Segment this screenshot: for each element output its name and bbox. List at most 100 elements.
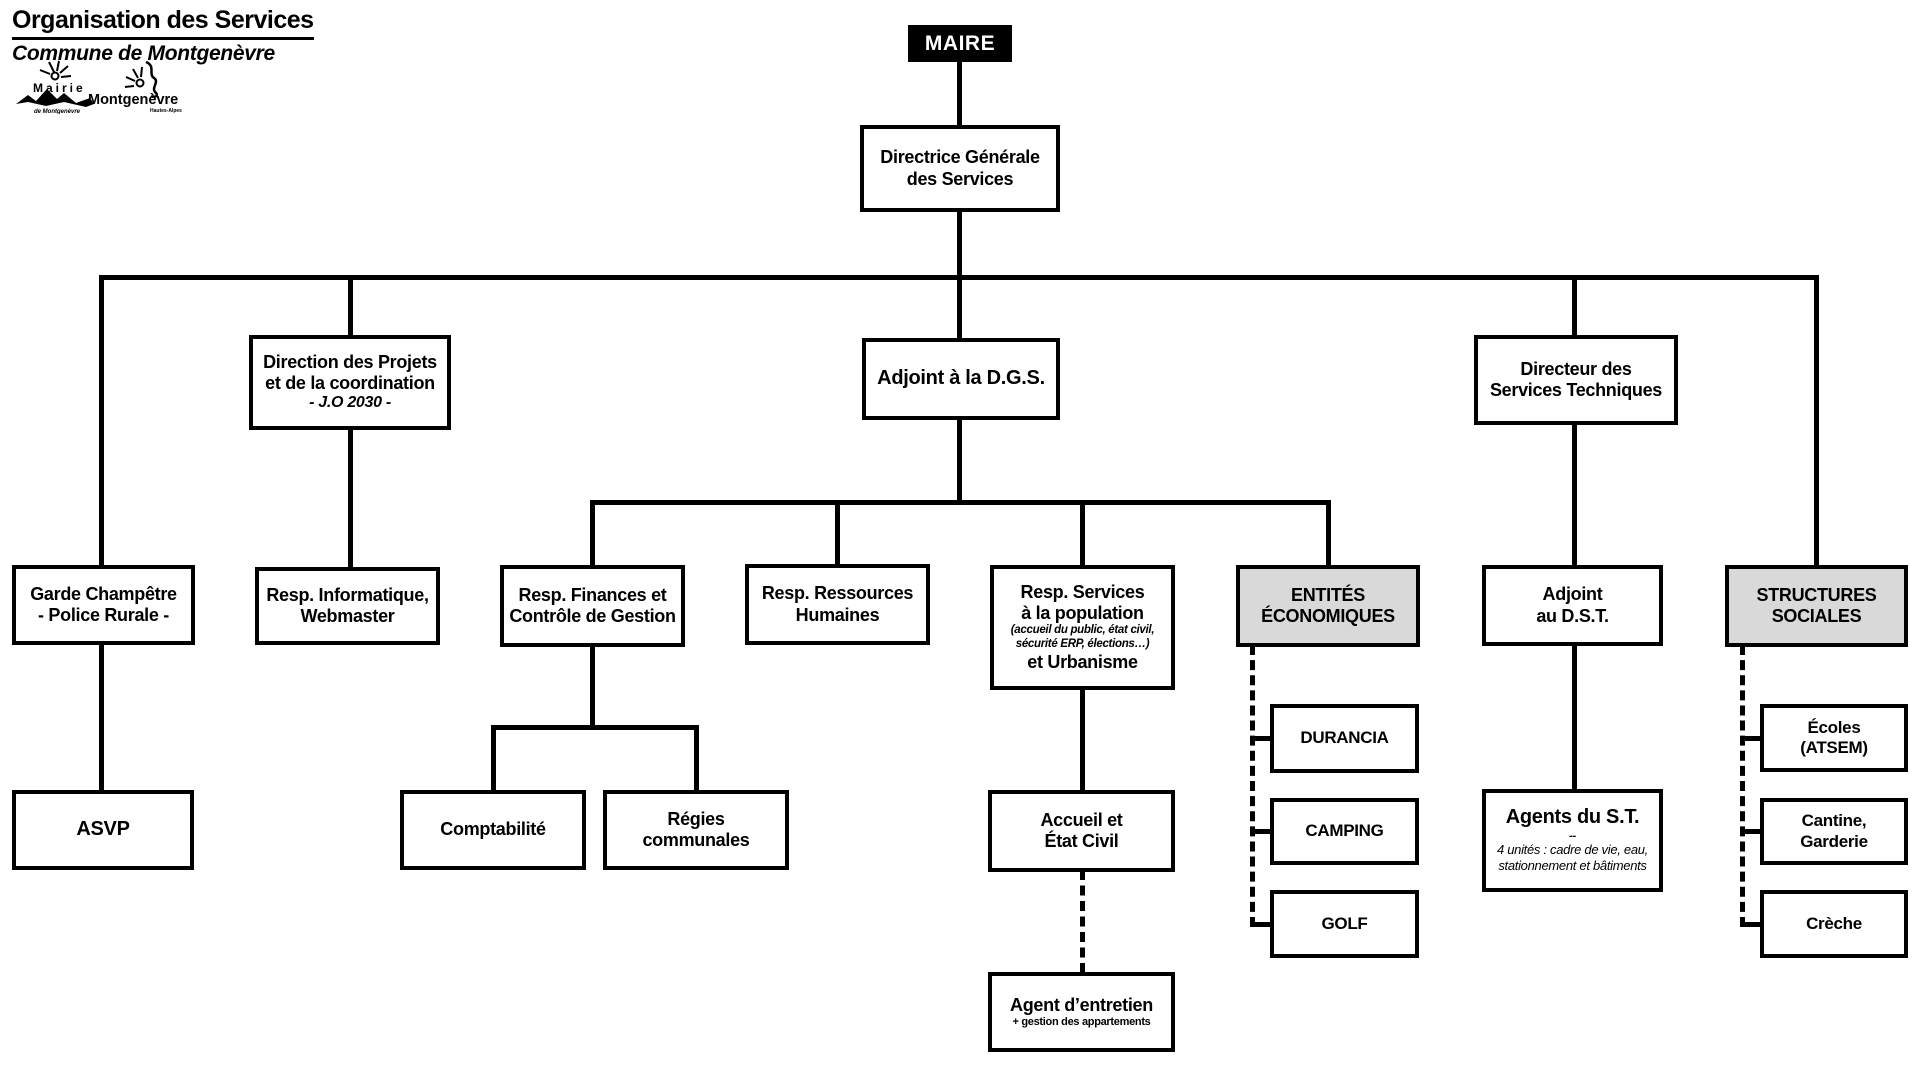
dashed-connector-accueil-agent bbox=[1080, 870, 1085, 973]
node-note: 4 unités : cadre de vie, eau, bbox=[1496, 842, 1648, 858]
connector-adjoint-dgs-subline bbox=[957, 418, 962, 505]
node-line: Humaines bbox=[795, 604, 880, 625]
node-note: (accueil du public, état civil, bbox=[1010, 624, 1155, 637]
dash-stub-ecoles bbox=[1743, 736, 1760, 741]
node-line: ENTITÉS bbox=[1291, 584, 1365, 605]
connector-directeur-adjoint-dst bbox=[1572, 423, 1577, 566]
node-ecoles: Écoles (ATSEM) bbox=[1760, 704, 1908, 772]
node-line: Services Techniques bbox=[1489, 380, 1663, 400]
node-line: CAMPING bbox=[1305, 821, 1384, 841]
node-line: Comptabilité bbox=[440, 819, 546, 840]
node-line: Agents du S.T. bbox=[1505, 806, 1640, 829]
connector-garde-asvp bbox=[99, 643, 104, 791]
connector-to-direction-projets bbox=[348, 278, 353, 336]
node-resp-rh: Resp. Ressources Humaines bbox=[745, 564, 930, 645]
connector-to-resp-population bbox=[1080, 503, 1085, 566]
node-line: DURANCIA bbox=[1300, 728, 1389, 748]
node-line: ASVP bbox=[76, 818, 130, 841]
node-creche: Crèche bbox=[1760, 890, 1908, 958]
connector-to-regies bbox=[694, 728, 699, 791]
node-line: Régies bbox=[667, 808, 725, 829]
node-line: STRUCTURES bbox=[1756, 584, 1877, 605]
node-cantine-garderie: Cantine, Garderie bbox=[1760, 798, 1908, 865]
node-line: Écoles bbox=[1807, 717, 1861, 737]
face-profile-icon bbox=[145, 60, 159, 99]
node-line: ÉCONOMIQUES bbox=[1261, 606, 1395, 626]
node-accueil-etat-civil: Accueil et État Civil bbox=[988, 790, 1175, 872]
connector-main-horizontal bbox=[99, 275, 1819, 280]
connector-to-garde-champetre bbox=[99, 278, 104, 565]
connector-dgs-mainline bbox=[957, 210, 962, 280]
connector-to-resp-rh bbox=[835, 503, 840, 565]
node-line: et Urbanisme bbox=[1027, 651, 1138, 672]
connector-finances-branch bbox=[590, 645, 595, 730]
node-entites-economiques: ENTITÉS ÉCONOMIQUES bbox=[1236, 565, 1420, 647]
mairie-logo-label: Mairie bbox=[33, 81, 86, 95]
node-note: - J.O 2030 - bbox=[309, 394, 391, 412]
page-subtitle: Commune de Montgenèvre bbox=[12, 42, 275, 65]
node-note: stationnement et bâtiments bbox=[1498, 858, 1647, 874]
node-garde-champetre: Garde Champêtre - Police Rurale - bbox=[12, 565, 195, 645]
node-resp-informatique: Resp. Informatique, Webmaster bbox=[255, 567, 440, 645]
node-line: Resp. Services bbox=[1020, 581, 1145, 602]
sun-icon bbox=[39, 60, 72, 81]
dash-stub-golf bbox=[1253, 922, 1270, 927]
connector-to-structures-sociales bbox=[1814, 278, 1819, 566]
node-line: Directrice Générale bbox=[880, 147, 1040, 168]
node-line: (ATSEM) bbox=[1800, 738, 1868, 757]
node-line: et de la coordination bbox=[265, 373, 435, 394]
node-line: Cantine, bbox=[1801, 811, 1867, 831]
connector-to-resp-finances bbox=[590, 503, 595, 566]
node-adjoint-dgs: Adjoint à la D.G.S. bbox=[862, 338, 1060, 420]
node-line: Directeur des bbox=[1520, 358, 1632, 379]
node-line: Garderie bbox=[1800, 831, 1868, 851]
node-line: État Civil bbox=[1044, 831, 1119, 851]
connector-to-directeur-st bbox=[1572, 278, 1577, 336]
node-separator: -- bbox=[1569, 830, 1576, 842]
node-directrice-generale: Directrice Générale des Services bbox=[860, 125, 1060, 212]
connector-finances-horizontal bbox=[491, 725, 699, 730]
node-maire-label: MAIRE bbox=[924, 31, 996, 55]
node-line: Resp. Informatique, bbox=[266, 584, 429, 605]
dashed-connector-structures bbox=[1740, 645, 1745, 927]
node-structures-sociales: STRUCTURES SOCIALES bbox=[1725, 565, 1908, 647]
node-line: Accueil et bbox=[1040, 809, 1123, 830]
connector-to-comptabilite bbox=[491, 728, 496, 791]
montgenevre-logo-sublabel: Hautes-Alpes bbox=[150, 108, 182, 114]
node-line: au D.S.T. bbox=[1536, 605, 1609, 626]
node-line: - Police Rurale - bbox=[38, 605, 169, 625]
montgenevre-logo-label: Montgenèvre bbox=[88, 92, 178, 108]
node-line: à la population bbox=[1021, 603, 1144, 624]
node-comptabilite: Comptabilité bbox=[400, 790, 586, 870]
node-line: GOLF bbox=[1321, 913, 1368, 933]
connector-sub-horizontal bbox=[590, 500, 1331, 505]
dashed-connector-entites bbox=[1250, 645, 1255, 927]
node-note: + gestion des appartements bbox=[1012, 1016, 1151, 1029]
node-resp-finances: Resp. Finances et Contrôle de Gestion bbox=[500, 565, 685, 647]
node-line: Adjoint bbox=[1542, 584, 1603, 605]
dash-stub-creche bbox=[1743, 922, 1760, 927]
node-camping: CAMPING bbox=[1270, 798, 1419, 865]
connector-projets-informatique bbox=[348, 428, 353, 568]
montgenevre-logo: Montgenèvre Hautes-Alpes bbox=[88, 60, 192, 119]
node-regies-communales: Régies communales bbox=[603, 790, 789, 870]
mairie-logo: Mairie de Montgenèvre bbox=[16, 58, 94, 119]
node-line: Adjoint à la D.G.S. bbox=[877, 367, 1045, 390]
connector-to-adjoint-dgs bbox=[957, 278, 962, 339]
node-adjoint-dst: Adjoint au D.S.T. bbox=[1482, 565, 1663, 646]
node-durancia: DURANCIA bbox=[1270, 704, 1419, 773]
node-line: SOCIALES bbox=[1771, 606, 1862, 626]
connector-adjoint-dst-agents bbox=[1572, 644, 1577, 790]
node-asvp: ASVP bbox=[12, 790, 194, 870]
dash-stub-durancia bbox=[1253, 736, 1270, 741]
node-line: Resp. Finances et bbox=[518, 584, 667, 605]
mountains-icon bbox=[16, 89, 94, 107]
node-line: Resp. Ressources bbox=[761, 583, 914, 604]
node-line: Crèche bbox=[1806, 913, 1862, 933]
node-golf: GOLF bbox=[1270, 890, 1419, 958]
connector-population-accueil bbox=[1080, 688, 1085, 791]
node-line: Webmaster bbox=[300, 606, 395, 626]
node-maire: MAIRE bbox=[908, 25, 1012, 62]
connector-maire-dgs bbox=[957, 60, 962, 126]
